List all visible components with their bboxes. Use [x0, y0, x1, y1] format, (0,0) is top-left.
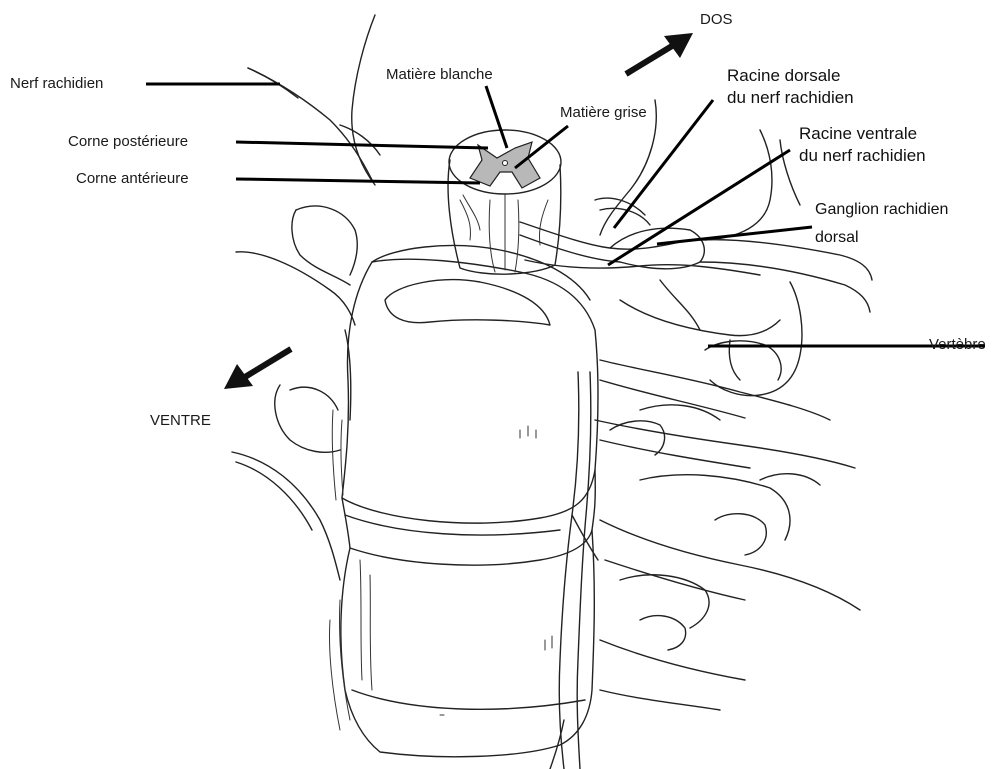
right-structures — [520, 100, 872, 710]
spinal-cord — [448, 130, 561, 274]
leader-matiere-blanche — [486, 86, 507, 148]
label-racine-dorsale-line1: Racine dorsale — [727, 66, 840, 86]
label-matiere-blanche: Matière blanche — [386, 66, 493, 84]
label-ganglion-line1: Ganglion rachidien — [815, 200, 948, 219]
label-matiere-grise: Matière grise — [560, 104, 647, 122]
label-racine-ventrale-line1: Racine ventrale — [799, 124, 917, 144]
label-ganglion-line2: dorsal — [815, 228, 859, 247]
label-ventre: VENTRE — [150, 412, 211, 430]
left-nerves — [232, 15, 380, 580]
anterior-nerve-trunk — [550, 372, 598, 769]
vertebral-bodies — [329, 246, 598, 757]
label-corne-anterieure: Corne antérieure — [76, 170, 189, 188]
label-corne-posterieure: Corne postérieure — [68, 133, 188, 151]
label-racine-dorsale-line2: du nerf rachidien — [727, 88, 854, 108]
arrow-ventre-shaft — [245, 349, 291, 377]
arrow-dos-shaft — [626, 46, 672, 74]
label-dos: DOS — [700, 11, 733, 29]
label-nerf-rachidien: Nerf rachidien — [10, 75, 103, 93]
leader-ganglion — [657, 227, 812, 244]
orientation-arrows — [224, 33, 693, 389]
label-vertebre: Vertèbre — [929, 336, 986, 354]
label-racine-ventrale-line2: du nerf rachidien — [799, 146, 926, 166]
leader-corne-posterieure — [236, 142, 488, 148]
leader-corne-anterieure — [236, 179, 480, 183]
